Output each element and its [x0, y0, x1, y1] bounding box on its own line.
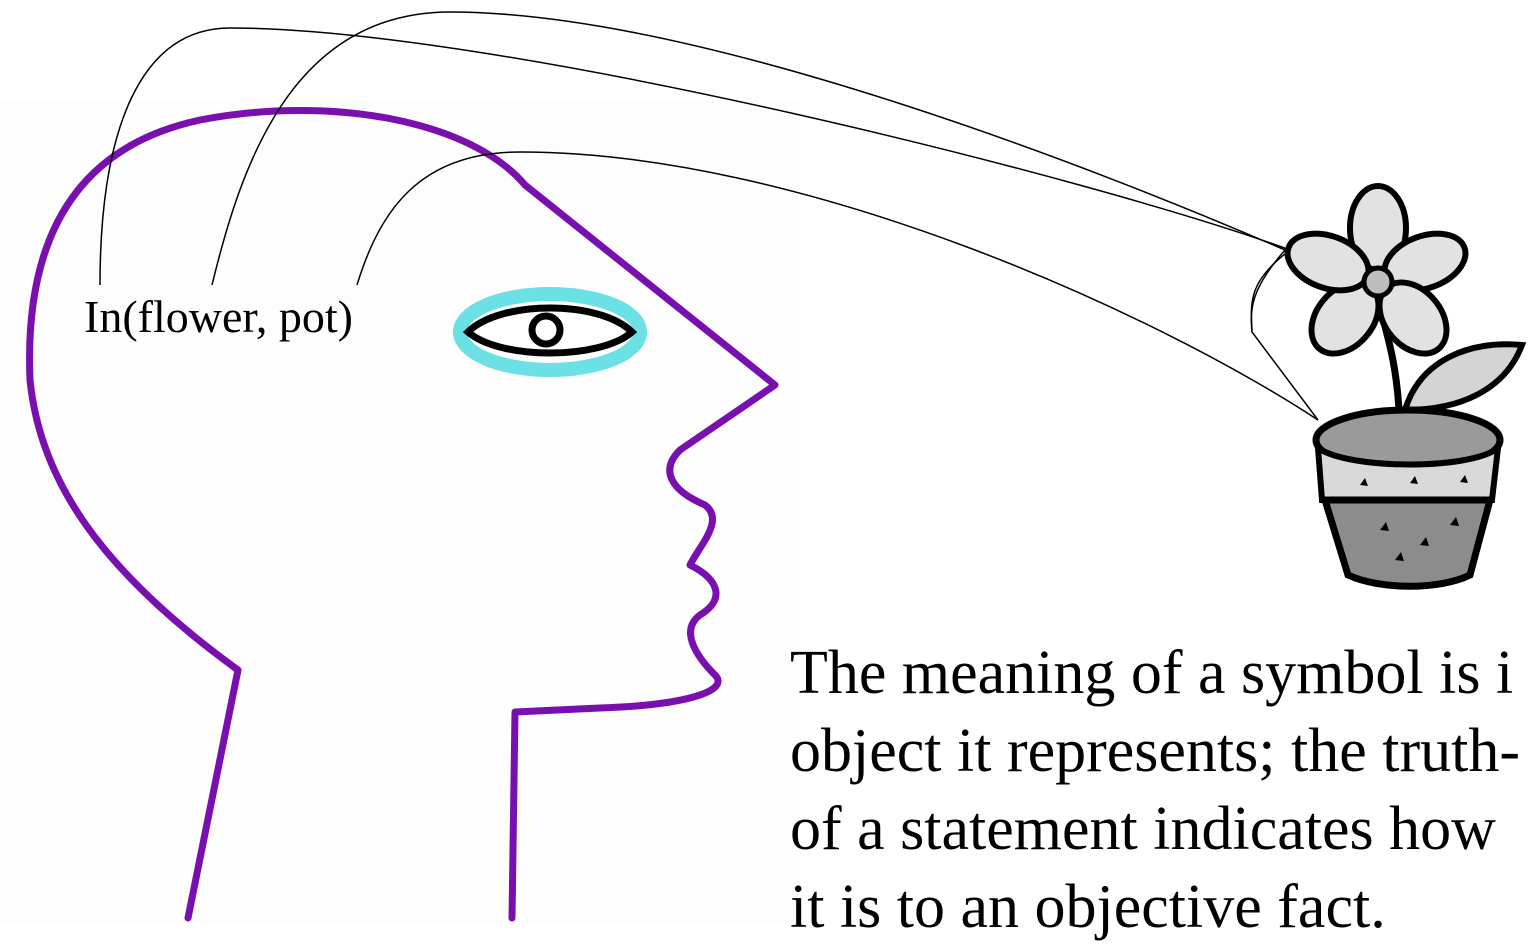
caption-text: The meaning of a symbol is i object it r… [790, 634, 1529, 946]
connector-in [99, 27, 1292, 331]
caption-line: of a statement indicates how [790, 795, 1496, 863]
flower-pot-icon [1284, 183, 1527, 590]
head-profile-icon [26, 106, 779, 922]
caption-line: The meaning of a symbol is i [790, 639, 1514, 707]
formula-label: In(flower, pot) [84, 291, 353, 342]
caption-line: object it represents; the truth- [790, 717, 1520, 785]
eye-icon [453, 287, 647, 377]
connector-flower [211, 11, 1319, 421]
connector-lines [99, 11, 1319, 421]
head-panel [0, 100, 800, 923]
diagram-canvas [0, 11, 1527, 923]
caption-line: it is to an objective fact. [790, 873, 1386, 941]
connector-pot [356, 151, 1319, 421]
